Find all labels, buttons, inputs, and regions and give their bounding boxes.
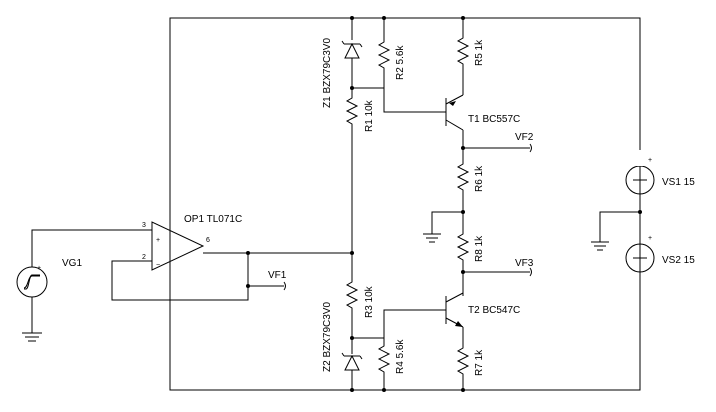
svg-text:+: + <box>156 237 160 244</box>
svg-text:+: + <box>648 157 652 164</box>
svg-text:+: + <box>648 235 652 242</box>
op1-label: OP1 TL071C <box>184 214 242 225</box>
svg-text:2: 2 <box>142 254 146 261</box>
z2-label: Z2 BZX79C3V0 <box>322 302 333 372</box>
r4-label: R4 5.6k <box>395 339 406 374</box>
lower-zener-z2: Z2 BZX79C3V0 <box>322 302 363 392</box>
resistor-r3: R3 10k <box>345 253 375 340</box>
r7-label: R7 1k <box>474 349 485 376</box>
vf3-label: VF3 <box>515 258 534 269</box>
svg-text:3: 3 <box>142 222 146 229</box>
r6-label: R6 1k <box>474 165 485 192</box>
probe-vf2: VF2 <box>463 132 534 153</box>
resistor-r8: R8 1k <box>456 212 485 274</box>
t1-label: T1 BC557C <box>468 114 520 125</box>
resistor-r4: R4 5.6k <box>377 338 406 392</box>
supply-rails <box>169 17 641 391</box>
svg-text:+: + <box>37 265 41 272</box>
vs1-label: VS1 15 <box>662 177 695 188</box>
probe-vf3: VF3 <box>463 258 534 277</box>
probe-vf1: VF1 <box>248 270 287 291</box>
r1-label: R1 10k <box>364 99 375 132</box>
resistor-r5: R5 1k <box>456 16 485 95</box>
vg1-label: VG1 <box>62 258 82 269</box>
upper-zener-z1: Z1 BZX79C3V0 <box>322 16 363 108</box>
supply-source-vs1: + VS1 15 <box>625 150 695 195</box>
transistor-t2: T2 BC547C <box>445 272 520 328</box>
resistor-r6: R6 1k <box>456 148 485 214</box>
z1-label: Z1 BZX79C3V0 <box>322 38 333 108</box>
r2-label: R2 5.6k <box>395 45 406 80</box>
vs2-label: VS2 15 <box>662 255 695 266</box>
resistor-r7: R7 1k <box>456 327 485 392</box>
center-ground <box>423 211 463 243</box>
vf2-label: VF2 <box>515 132 534 143</box>
r8-label: R8 1k <box>474 235 485 262</box>
svg-text:−: − <box>156 262 160 269</box>
t2-label: T2 BC547C <box>468 305 520 316</box>
transistor-t1: T1 BC557C <box>445 94 520 131</box>
signal-source-vg1: + VG1 <box>16 229 148 342</box>
r5-label: R5 1k <box>474 39 485 66</box>
right-ground <box>591 210 642 251</box>
opamp-op1: 3 + 2 − 6 OP1 TL071C 3 <box>111 214 352 301</box>
vf1-label: VF1 <box>268 270 287 281</box>
resistor-r1: R1 10k <box>345 88 375 255</box>
r3-label: R3 10k <box>364 285 375 318</box>
supply-source-vs2: + VS2 15 <box>625 235 695 273</box>
resistor-r2: R2 5.6k <box>377 16 406 88</box>
svg-text:6: 6 <box>206 237 210 244</box>
